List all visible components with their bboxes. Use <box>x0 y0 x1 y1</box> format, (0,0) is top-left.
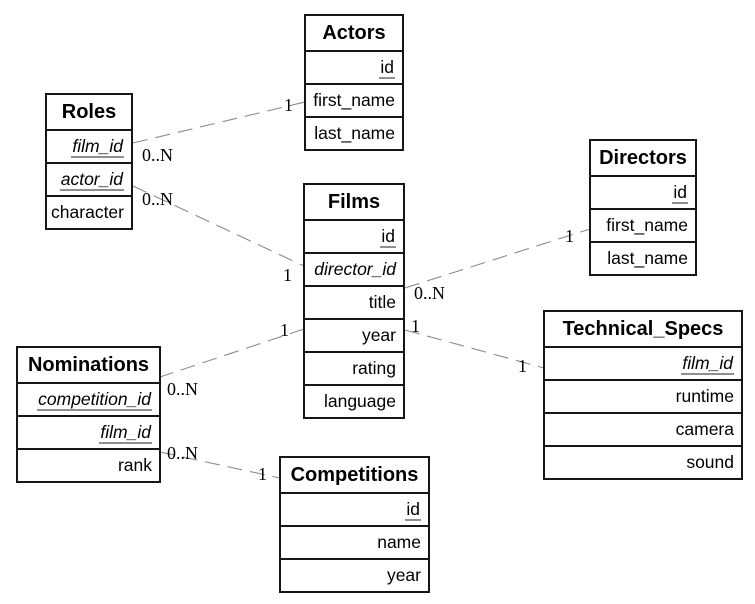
field-label: film_id <box>71 136 124 158</box>
field-row-competitions-name: name <box>281 525 428 558</box>
relationship-films-technical_specs[interactable] <box>404 329 545 369</box>
field-label: id <box>380 226 396 248</box>
field-row-directors-id: id <box>591 175 695 208</box>
field-row-nominations-film_id: film_id <box>18 415 159 448</box>
field-row-technical_specs-film_id: film_id <box>545 346 741 379</box>
field-label: language <box>323 391 396 411</box>
field-row-films-director_id: director_id <box>305 252 403 285</box>
field-label: id <box>405 499 421 521</box>
field-label: last_name <box>314 123 395 143</box>
field-label: last_name <box>607 248 688 268</box>
table-title-roles: Roles <box>61 101 117 123</box>
table-competitions[interactable]: Competitions id name year <box>279 456 430 593</box>
table-title-nominations: Nominations <box>27 354 150 376</box>
table-title-directors: Directors <box>599 147 687 169</box>
field-row-roles-actor_id: actor_id <box>47 162 131 195</box>
field-row-technical_specs-runtime: runtime <box>545 379 741 412</box>
field-label: id <box>672 182 688 204</box>
field-row-films-rating: rating <box>305 351 403 384</box>
relationship-roles-actors[interactable] <box>132 101 306 144</box>
field-row-films-id: id <box>305 219 403 252</box>
field-label: id <box>379 57 395 79</box>
table-roles[interactable]: Roles film_id actor_id character <box>45 93 133 230</box>
field-label: first_name <box>606 215 688 235</box>
field-label: year <box>361 325 396 345</box>
relationship-films-directors[interactable] <box>404 228 591 289</box>
field-label: rank <box>117 455 152 475</box>
field-label: sound <box>686 452 734 472</box>
field-row-competitions-year: year <box>281 558 428 591</box>
field-row-nominations-competition_id: competition_id <box>18 382 159 415</box>
field-row-actors-first_name: first_name <box>306 83 402 116</box>
table-directors[interactable]: Directors id first_name last_name <box>589 139 697 276</box>
relationship-nominations-competitions[interactable] <box>159 451 281 479</box>
relationship-films-nominations[interactable] <box>159 328 305 378</box>
field-label: title <box>368 292 396 312</box>
field-label: competition_id <box>37 389 152 411</box>
field-label: film_id <box>99 422 152 444</box>
field-label: character <box>51 202 124 222</box>
field-row-films-language: language <box>305 384 403 417</box>
field-row-technical_specs-camera: camera <box>545 412 741 445</box>
table-title-competitions: Competitions <box>290 464 419 486</box>
table-actors[interactable]: Actors id first_name last_name <box>304 14 404 151</box>
field-label: rating <box>352 358 396 378</box>
field-label: film_id <box>681 353 734 375</box>
relationship-roles-films[interactable] <box>132 185 305 267</box>
field-row-films-title: title <box>305 285 403 318</box>
field-label: runtime <box>675 386 734 406</box>
field-row-actors-id: id <box>306 50 402 83</box>
field-label: first_name <box>313 90 395 110</box>
field-row-nominations-rank: rank <box>18 448 159 481</box>
field-row-roles-character: character <box>47 195 131 228</box>
field-label: actor_id <box>59 169 124 191</box>
field-row-directors-first_name: first_name <box>591 208 695 241</box>
table-title-technical_specs: Technical_Specs <box>562 318 724 340</box>
field-label: camera <box>675 419 734 439</box>
field-row-actors-last_name: last_name <box>306 116 402 149</box>
field-row-directors-last_name: last_name <box>591 241 695 274</box>
field-label: year <box>386 565 421 585</box>
field-label: name <box>377 532 421 552</box>
field-row-technical_specs-sound: sound <box>545 445 741 478</box>
table-title-actors: Actors <box>322 22 386 44</box>
field-row-films-year: year <box>305 318 403 351</box>
field-row-competitions-id: id <box>281 492 428 525</box>
field-row-roles-film_id: film_id <box>47 129 131 162</box>
table-title-films: Films <box>327 191 381 213</box>
field-label: director_id <box>314 259 396 279</box>
